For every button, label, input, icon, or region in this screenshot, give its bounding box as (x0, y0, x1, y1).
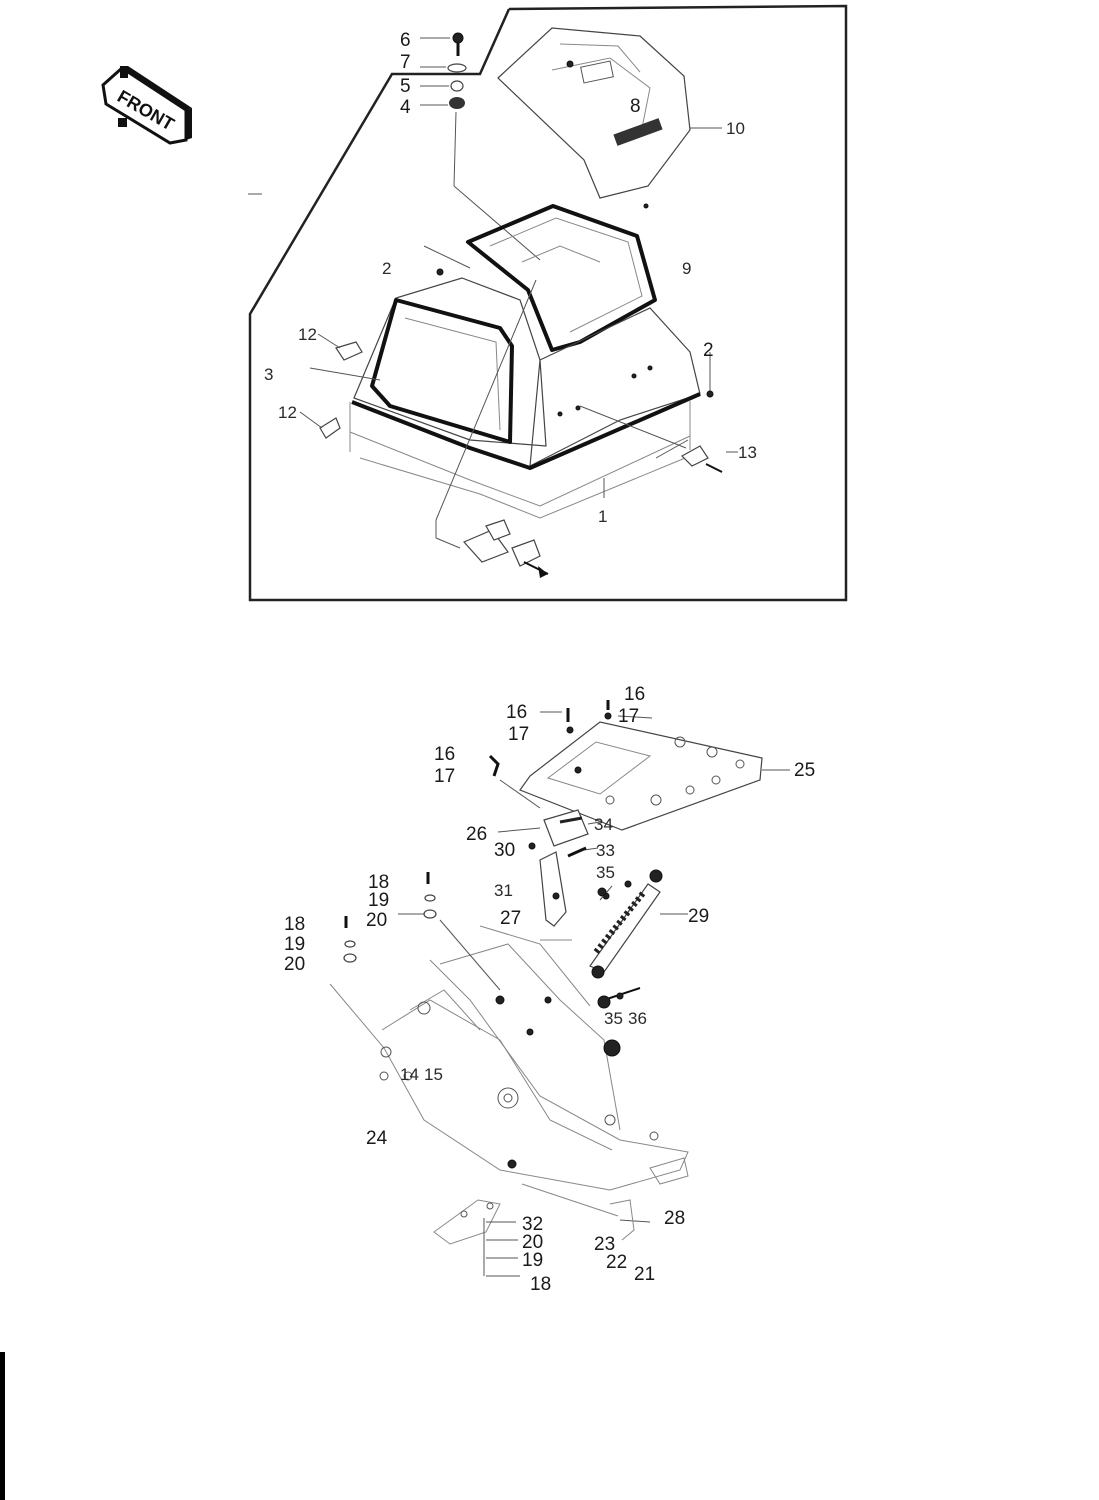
callout-12-lower: 12 (278, 403, 297, 422)
callout-32: 32 (522, 1214, 543, 1235)
callout-34: 34 (594, 815, 613, 834)
callout-4: 4 (400, 97, 411, 118)
callout-28: 28 (664, 1208, 685, 1229)
callout-18-upper: 18 (368, 872, 389, 893)
callout-3: 3 (264, 365, 273, 384)
bolt-stack-upper (420, 32, 541, 261)
callout-9: 9 (682, 259, 691, 278)
part-12-clips (299, 333, 363, 439)
callout-15: 15 (424, 1065, 443, 1084)
callout-18-lower: 18 (530, 1274, 551, 1295)
part-26-clamp (497, 809, 601, 858)
part-11-meter-housing (349, 277, 701, 519)
callout-23: 23 (594, 1234, 615, 1255)
callout-16-top: 16 (506, 702, 527, 723)
callout-16-top-right: 16 (624, 684, 645, 705)
part-29-damper (589, 869, 688, 979)
fasteners-18-19-20 (343, 872, 501, 991)
callout-22: 22 (606, 1252, 627, 1273)
callout-25: 25 (794, 760, 815, 781)
part-27-bracket (528, 842, 572, 941)
callout-31: 31 (494, 881, 513, 900)
callout-7: 7 (400, 52, 411, 73)
upper-assembly-boundary (248, 4, 848, 602)
callout-1: 1 (598, 507, 607, 526)
fasteners-16-17 (488, 700, 653, 809)
callout-18-left: 18 (284, 914, 305, 935)
upper-assembly-diagram: 6 7 5 4 8 10 2 9 2 12 3 12 13 1 (248, 4, 848, 602)
callout-19-upper: 19 (368, 890, 389, 911)
callout-19-lower: 19 (522, 1250, 543, 1271)
lower-mount-base (433, 1183, 651, 1277)
callout-29: 29 (688, 906, 709, 927)
callout-10: 10 (726, 119, 745, 138)
callout-13: 13 (738, 443, 757, 462)
callout-20-upper: 20 (366, 910, 387, 931)
callout-6: 6 (400, 30, 411, 51)
fasteners-35-36 (597, 885, 641, 1009)
callout-20-lower: 20 (522, 1232, 543, 1253)
part-10-meter-cover (497, 27, 722, 209)
callout-8: 8 (630, 96, 641, 117)
callout-30: 30 (494, 840, 515, 861)
lower-assembly-diagram: 16 17 16 17 16 17 25 26 34 30 33 35 31 2… (284, 684, 815, 1295)
callout-16-left: 16 (434, 744, 455, 765)
callout-5: 5 (400, 76, 411, 97)
callout-17-top: 17 (508, 724, 529, 745)
front-direction-badge: FRONT (101, 66, 192, 145)
callout-19-left: 19 (284, 934, 305, 955)
scan-edge-mark (0, 1352, 5, 1500)
callout-17-left: 17 (434, 766, 455, 787)
callout-17-top-right: 17 (618, 706, 639, 727)
callout-27: 27 (500, 908, 521, 929)
callout-35-upper: 35 (596, 863, 615, 882)
callout-14: 14 (400, 1065, 419, 1084)
callout-2-right: 2 (703, 340, 714, 361)
part-24-main-frame (329, 925, 689, 1191)
callout-20-left: 20 (284, 954, 305, 975)
socket-assembly (462, 519, 549, 578)
callout-2-upper: 2 (382, 259, 391, 278)
part-13-connector (681, 445, 738, 473)
part-9-meter-frame (466, 204, 657, 352)
callout-33: 33 (596, 841, 615, 860)
callout-26: 26 (466, 824, 487, 845)
callout-35-lower: 35 (604, 1009, 623, 1028)
part-25-mounting-plate (519, 721, 790, 831)
callout-21: 21 (634, 1264, 655, 1285)
callout-24: 24 (366, 1128, 388, 1149)
callout-36: 36 (628, 1009, 647, 1028)
callout-12-upper: 12 (298, 325, 317, 344)
